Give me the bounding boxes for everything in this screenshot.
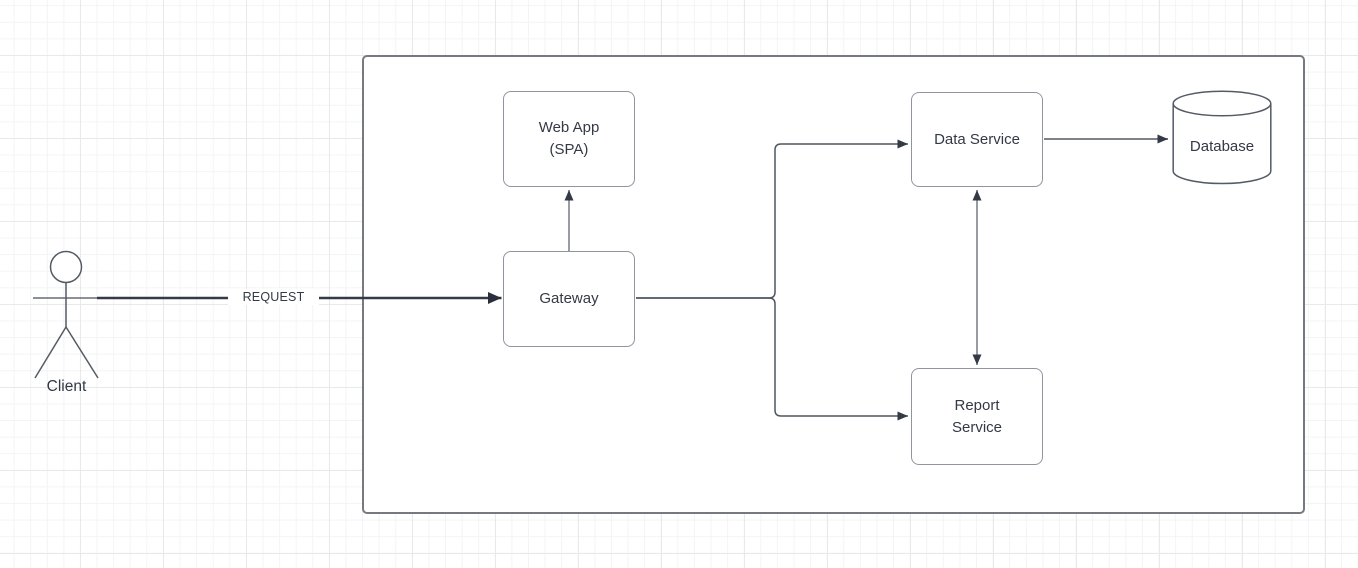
node-gateway-label: Gateway — [539, 290, 599, 308]
node-report-service-label: Report Service — [951, 396, 1003, 436]
node-database-label: Database — [1189, 138, 1255, 155]
edge-gateway-dataservice[interactable] — [636, 139, 908, 299]
node-data-service[interactable]: Data Service — [911, 92, 1043, 187]
actor-leg-left — [34, 326, 67, 379]
actor-head-icon — [49, 250, 83, 284]
node-gateway[interactable]: Gateway — [503, 251, 635, 347]
node-data-service-label: Data Service — [934, 130, 1020, 148]
actor-leg-right — [65, 326, 99, 379]
client-actor-figure[interactable] — [33, 250, 99, 379]
client-actor-label: Client — [46, 378, 87, 395]
node-database[interactable]: Database — [1172, 90, 1272, 185]
node-report-service[interactable]: Report Service — [911, 368, 1043, 465]
edge-gateway-reportservice[interactable] — [636, 297, 908, 421]
node-web-app-label: Web App (SPA) — [538, 119, 600, 158]
edge-label-request: REQUEST — [228, 289, 319, 305]
database-cylinder-icon — [1172, 90, 1272, 185]
node-web-app[interactable]: Web App (SPA) — [503, 91, 635, 187]
